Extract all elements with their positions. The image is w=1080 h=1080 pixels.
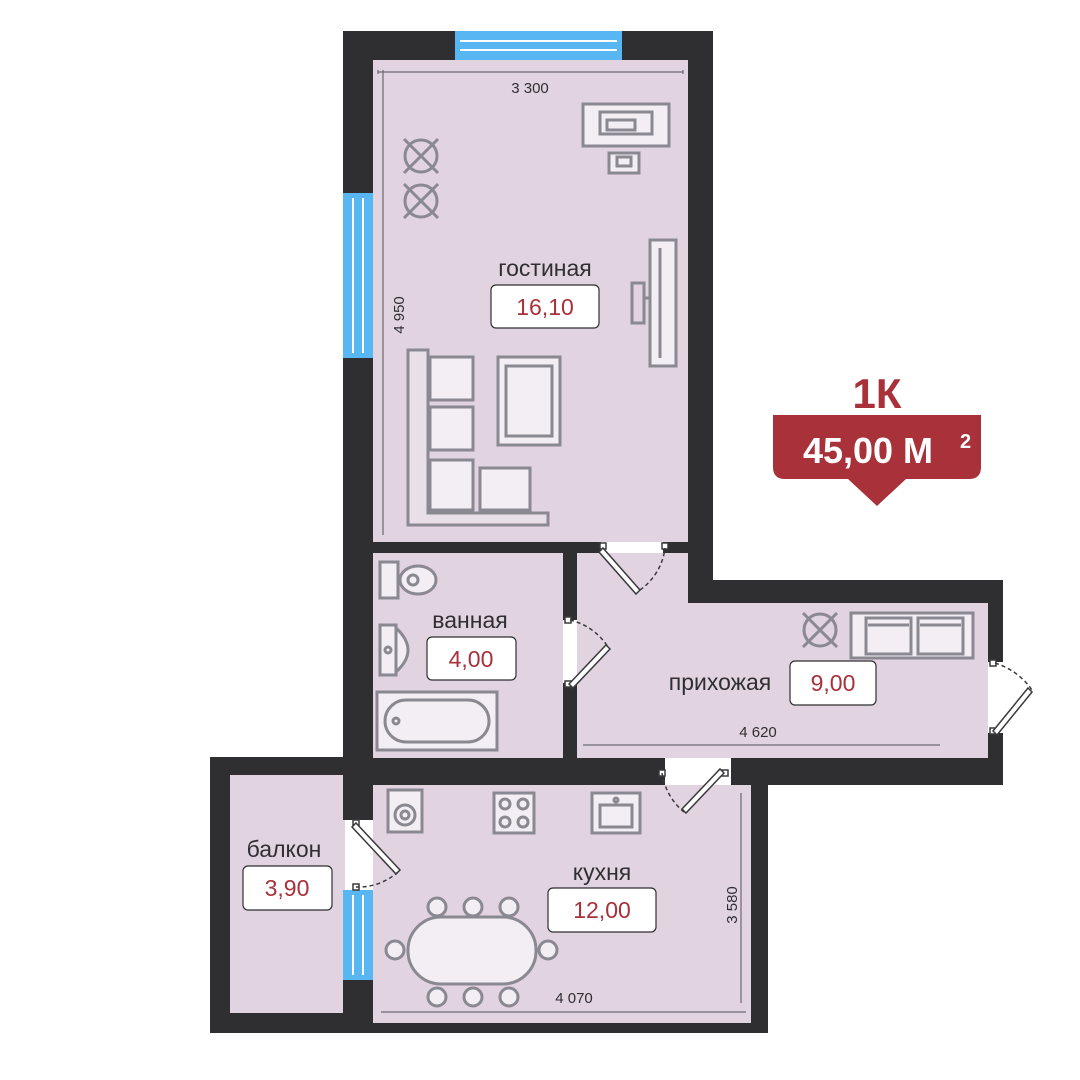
wall: [751, 785, 768, 1033]
wall: [688, 31, 713, 588]
kitchen-furniture: [384, 788, 642, 1008]
toilet-icon: [378, 560, 438, 600]
bathtub-icon: [375, 690, 499, 752]
bathroom: ванная 4,00: [426, 607, 517, 681]
wall: [663, 542, 688, 553]
window-left: [343, 193, 373, 358]
door-entrance: [989, 659, 1034, 737]
wall: [563, 683, 577, 758]
coffee-table-icon: [496, 355, 562, 447]
room-name: ванная: [432, 607, 507, 633]
living-room: гостиная 16,10 3 300 4 950: [391, 80, 600, 334]
window-kitchen: [343, 890, 373, 980]
area-box: [789, 660, 877, 706]
dimension-width: 3 300: [511, 80, 549, 97]
door-kitchen: [658, 767, 729, 815]
bathroom-furniture: [375, 560, 499, 752]
stove-icon: [492, 791, 536, 835]
wall: [373, 542, 601, 553]
chair-icon: [402, 137, 440, 175]
room-area: 9,00: [811, 670, 856, 696]
walls: [210, 31, 1003, 1033]
room-area: 4,00: [449, 646, 494, 672]
room-name: гостиная: [498, 255, 592, 281]
balcony: балкон 3,90: [242, 836, 333, 911]
room-name: кухня: [573, 859, 631, 885]
wall: [688, 580, 1003, 603]
living-room-furniture: [402, 102, 678, 527]
dimension-width: 4 620: [739, 724, 777, 741]
hallway-furniture: [801, 611, 975, 660]
door-balcony: [350, 819, 402, 891]
total-area-banner: [773, 415, 981, 506]
apartment-badge: 1К 45,00 М 2: [773, 370, 981, 506]
area-box: [242, 865, 333, 911]
area-box: [490, 284, 600, 329]
total-area: 45,00 М: [803, 430, 933, 471]
wall: [343, 785, 373, 820]
dimension-length: 4 950: [391, 296, 408, 334]
windows: [343, 31, 622, 980]
sink-icon: [378, 623, 410, 677]
wall: [343, 980, 373, 1033]
dimension-length: 3 580: [724, 886, 741, 924]
door-bathroom: [564, 616, 612, 690]
tv-stand-icon: [630, 238, 678, 368]
wall: [563, 553, 577, 620]
total-area-unit-sup: 2: [960, 431, 971, 453]
area-box: [426, 636, 517, 681]
dimension-lines: [377, 70, 940, 1013]
kitchen-sink-icon: [590, 791, 642, 835]
sofa-icon: [406, 348, 550, 527]
dining-table-icon: [384, 896, 559, 1008]
window-top: [455, 31, 622, 60]
monitor-icon: [607, 151, 641, 175]
stool-icon: [801, 611, 839, 649]
wall: [373, 758, 665, 785]
room-name: балкон: [247, 836, 322, 862]
wall: [210, 757, 345, 775]
hallway: прихожая 9,00 4 620: [669, 660, 877, 741]
wall: [210, 1013, 345, 1033]
dimension-width: 4 070: [555, 990, 593, 1007]
room-area: 3,90: [265, 875, 310, 901]
apartment-type: 1К: [853, 370, 902, 417]
doors: [350, 542, 1034, 891]
area-box: [547, 887, 657, 933]
room-area: 16,10: [516, 294, 574, 320]
desk-icon: [581, 102, 671, 148]
room-name: прихожая: [669, 669, 772, 695]
wall: [343, 31, 373, 791]
washing-machine-icon: [386, 788, 424, 834]
wall: [731, 758, 1003, 785]
chair-icon: [402, 182, 440, 220]
door-living: [597, 542, 669, 596]
room-area: 12,00: [573, 897, 631, 923]
wall: [343, 1023, 768, 1033]
wall: [988, 580, 1003, 662]
bench-icon: [849, 611, 975, 660]
wall: [210, 757, 230, 1033]
kitchen: кухня 12,00 4 070 3 580: [547, 859, 741, 1007]
